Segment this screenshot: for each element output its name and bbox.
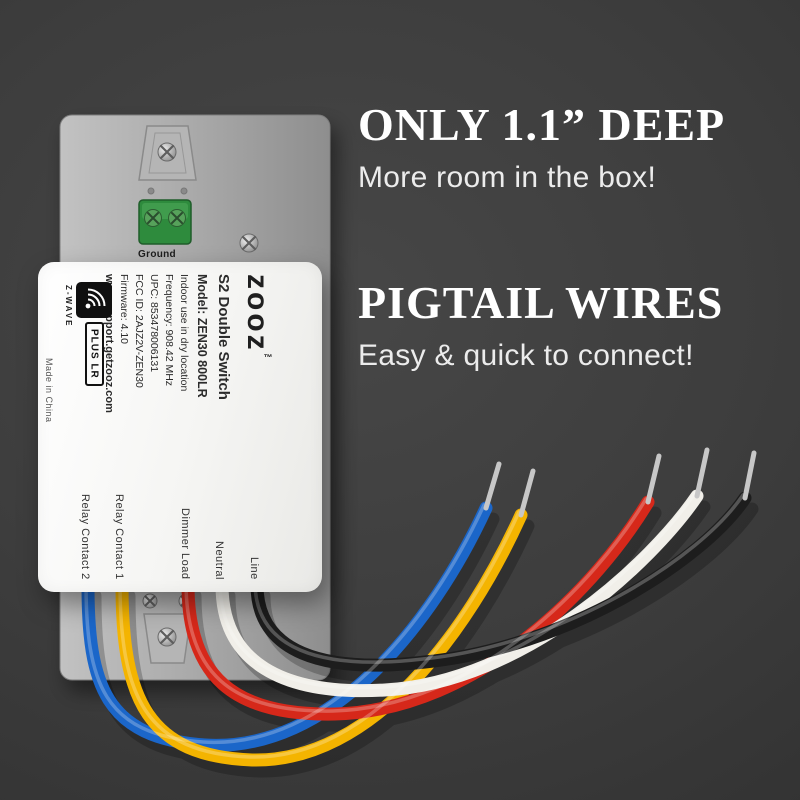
wire-relay-contact-1 [115, 508, 528, 767]
product-name: S2 Double Switch [215, 274, 232, 400]
bare-wire-tips [483, 447, 757, 518]
plate-screw-icon [239, 233, 259, 253]
zwave-wordmark: Z-WAVE [64, 285, 73, 328]
spec-frequency: Frequency: 908.42 MHz [163, 274, 175, 387]
mount-hole [180, 187, 188, 195]
made-in-label: Made in China [44, 358, 54, 423]
terminal-label-neutral: Neutral [213, 541, 225, 580]
bottom-slot-screw-icon [157, 627, 177, 647]
model-number: Model: ZEN30 800LR [195, 274, 209, 398]
spec-firmware: Firmware: 4.10 [118, 274, 130, 345]
headline-pigtail-title: PIGTAIL WIRES [358, 277, 724, 328]
zwave-plus-lr-badge: Z-WAVE PLUS LR [64, 282, 112, 386]
headline-depth: ONLY 1.1” DEEP More room in the box! [358, 98, 794, 195]
wire-highlights [84, 491, 745, 759]
spec-indoor-use: Indoor use in dry location [178, 274, 190, 392]
trademark-symbol: ™ [263, 352, 273, 363]
wire-dimmer-load [181, 495, 655, 721]
headline-depth-title: ONLY 1.1” DEEP [358, 99, 726, 150]
zwave-logo-icon [76, 282, 112, 318]
top-screw-icon [157, 142, 177, 162]
brand-logo: zooz™ [240, 274, 274, 580]
headline-depth-subtitle: More room in the box! [358, 161, 657, 194]
brand-name: zooz [241, 274, 274, 353]
terminal-label-dimmer-load: Dimmer Load [179, 508, 191, 580]
terminal-label-line: Line [248, 557, 260, 580]
wire-relay-contact-2 [81, 501, 493, 752]
ground-terminal [138, 199, 192, 245]
headline-pigtail: PIGTAIL WIRES Easy & quick to connect! [358, 276, 794, 373]
spec-fcc-id: FCC ID: 2AJZ2V-ZEN30 [133, 274, 145, 388]
terminal-label-relay-contact-1: Relay Contact 1 [113, 494, 125, 580]
zwave-tier-label: PLUS LR [84, 322, 104, 386]
wire-neutral [215, 489, 704, 698]
ground-label: Ground [138, 249, 176, 260]
terminal-label-relay-contact-2: Relay Contact 2 [79, 494, 91, 580]
spec-upc: UPC: 853478006131 [148, 274, 160, 373]
headline-pigtail-subtitle: Easy & quick to connect! [358, 339, 694, 372]
mount-hole [147, 187, 155, 195]
top-slot-inner [148, 132, 187, 174]
switch-body: zooz™ S2 Double Switch Model: ZEN30 800L… [38, 262, 322, 592]
wire-line [250, 491, 752, 672]
